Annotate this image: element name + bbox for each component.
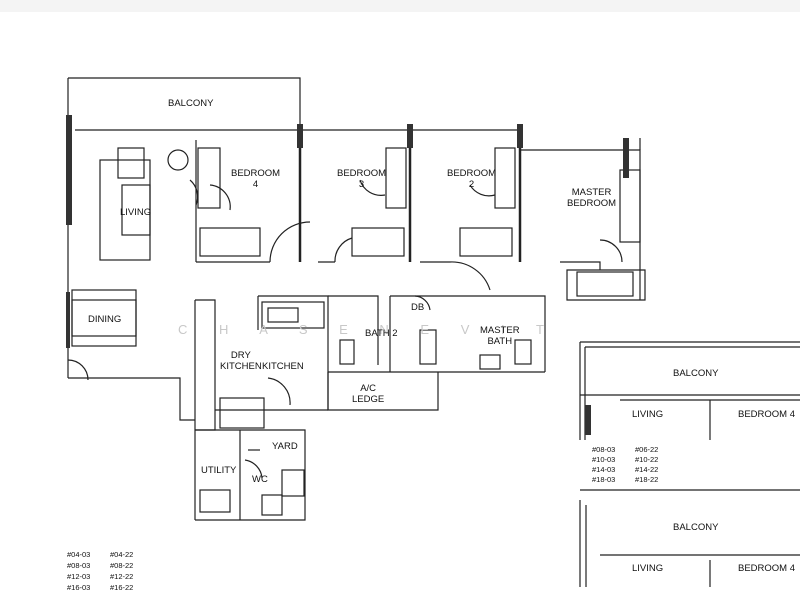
- dining-label: DINING: [88, 314, 122, 325]
- ac-ledge-label: A/C LEDGE: [352, 383, 385, 405]
- keyplan-1-bedroom4: BEDROOM 4: [738, 409, 796, 420]
- keyplan-1-unit: #18-22: [635, 475, 659, 484]
- yard-label: YARD: [272, 441, 298, 452]
- balcony-outline: [68, 77, 301, 128]
- keyplan-1-unit: #18-03: [592, 475, 616, 484]
- unit-number: #04-22: [110, 550, 134, 559]
- unit-number: #12-03: [67, 572, 91, 581]
- bedroom-4-label: BEDROOM 4: [231, 168, 281, 190]
- unit-number: #04-03: [67, 550, 91, 559]
- keyplan-1-unit: #08-03: [592, 445, 616, 454]
- wc-label: WC: [252, 474, 268, 485]
- keyplan-2-balcony: BALCONY: [673, 522, 719, 533]
- keyplan-1-balcony: BALCONY: [673, 368, 719, 379]
- keyplan-1-living: LIVING: [632, 409, 664, 420]
- unit-number: #16-22: [110, 583, 134, 592]
- keyplan-1-unit: #14-22: [635, 465, 659, 474]
- utility-label: UTILITY: [201, 465, 237, 476]
- master-bath-label: MASTER BATH: [480, 325, 520, 347]
- keyplan-1-unit: #10-22: [635, 455, 659, 464]
- bedroom-3-label: BEDROOM 3: [337, 168, 387, 190]
- keyplan-1-unit: #06-22: [635, 445, 659, 454]
- keyplan-2-bedroom4: BEDROOM 4: [738, 563, 796, 574]
- kitchen-label: KITCHEN: [262, 361, 304, 372]
- master-bedroom-label: MASTER BEDROOM: [567, 187, 617, 209]
- living-label: LIVING: [120, 207, 152, 218]
- db-label: DB: [411, 302, 425, 313]
- balcony-label: BALCONY: [168, 98, 214, 109]
- unit-number: #08-03: [67, 561, 91, 570]
- unit-number: #08-22: [110, 561, 134, 570]
- watermark: C H A S E N E V I T: [178, 322, 558, 337]
- dry-kitchen-label: DRY KITCHEN: [220, 350, 262, 372]
- keyplan-1-unit: #14-03: [592, 465, 616, 474]
- top-strip: [0, 0, 800, 12]
- bath-2-label: BATH 2: [365, 328, 398, 339]
- keyplan-1-unit: #10-03: [592, 455, 616, 464]
- unit-number: #12-22: [110, 572, 134, 581]
- keyplan-2-living: LIVING: [632, 563, 664, 574]
- unit-number: #16-03: [67, 583, 91, 592]
- bedroom-2-label: BEDROOM 2: [447, 168, 497, 190]
